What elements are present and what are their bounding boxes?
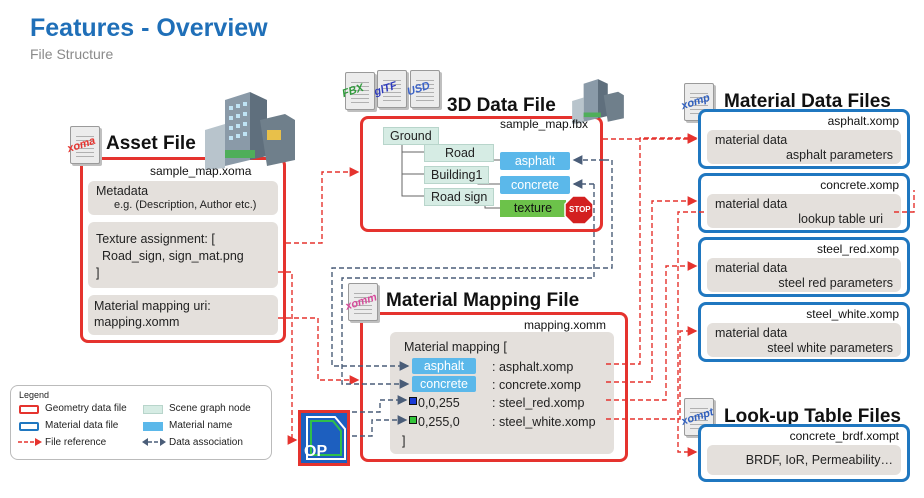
material-data-line1: material data <box>715 261 788 275</box>
legend-data-assoc-icon <box>142 438 166 446</box>
mapping-footer: ] <box>402 434 406 448</box>
xoma-file-icon: xoma <box>66 126 100 164</box>
road-sign-texture-icon <box>306 416 346 460</box>
mapping-value-steel-red: : steel_red.xomp <box>492 396 585 410</box>
material-tag-concrete: concrete <box>500 176 570 194</box>
scene-node-road: Road <box>424 144 494 162</box>
material-data-box: material data steel red parameters <box>707 258 901 292</box>
asset-file-name: sample_map.xoma <box>150 164 252 178</box>
mapping-value-asphalt: : asphalt.xomp <box>492 360 574 374</box>
texture-assignment-line1: Texture assignment: [ <box>96 232 215 246</box>
material-data-line1: material data <box>715 133 788 147</box>
legend-data-assoc-label: Data association <box>169 437 243 448</box>
lut-content-box: BRDF, IoR, Permeability… <box>707 445 901 475</box>
page-subtitle: File Structure <box>30 46 114 62</box>
material-tag-asphalt: asphalt <box>500 152 570 170</box>
legend-box: Legend Geometry data file Material data … <box>10 385 272 460</box>
lut-file-box: concrete_brdf.xompt BRDF, IoR, Permeabil… <box>698 424 910 482</box>
material-data-line2: lookup table uri <box>798 212 883 226</box>
stop-sign-label: STOP <box>569 205 591 214</box>
material-data-line2: asphalt parameters <box>785 148 893 162</box>
lut-file-name: concrete_brdf.xompt <box>789 429 899 443</box>
texture-assignment-box: Texture assignment: [ Road_sign, sign_ma… <box>88 222 278 288</box>
data3d-file-name: sample_map.fbx <box>500 117 589 131</box>
legend-material-label: Material data file <box>45 420 119 431</box>
legend-material-swatch <box>19 422 39 431</box>
metadata-example: e.g. (Description, Author etc.) <box>114 199 257 211</box>
mapping-uri-line1: Material mapping uri: <box>94 299 211 313</box>
legend-scene-node-swatch <box>143 405 163 414</box>
scene-node-building1: Building1 <box>424 166 490 184</box>
city-buildings-icon <box>205 92 295 170</box>
material-file-name: steel_red.xomp <box>816 242 899 256</box>
mapping-content-box: Material mapping [ ] <box>390 332 614 454</box>
texture-image-label: OP <box>304 443 328 460</box>
mapping-file-title: Material Mapping File <box>386 290 580 311</box>
mapping-file-name: mapping.xomm <box>524 318 607 332</box>
legend-material-name-label: Material name <box>169 420 233 431</box>
material-file-name: asphalt.xomp <box>827 114 899 128</box>
texture-image-frame: OP <box>298 410 350 466</box>
texture-assignment-line3: ] <box>96 266 100 280</box>
metadata-label: Metadata <box>96 184 149 198</box>
scene-node-road-sign: Road sign <box>424 188 495 206</box>
material-data-box: material data steel white parameters <box>707 323 901 357</box>
asset-file-title: Asset File <box>106 133 196 154</box>
lut-content: BRDF, IoR, Permeability… <box>745 453 893 467</box>
material-files-title: Material Data Files <box>724 91 891 112</box>
material-data-box: material data asphalt parameters <box>707 130 901 164</box>
usd-file-icon: USD <box>406 70 440 108</box>
material-data-line1: material data <box>715 326 788 340</box>
material-file-name: concrete.xomp <box>820 178 899 192</box>
scene-node-ground: Ground <box>383 127 439 145</box>
legend-file-ref-label: File reference <box>45 437 107 448</box>
legend-material-name-swatch <box>143 422 163 431</box>
stop-sign-icon <box>564 195 594 225</box>
legend-file-ref-icon <box>18 438 42 446</box>
material-file-concrete: concrete.xomp material data lookup table… <box>698 173 910 233</box>
city-buildings-icon-small <box>572 79 624 124</box>
mapping-key-blue: 0,0,255 <box>418 396 460 410</box>
material-data-line2: steel white parameters <box>767 341 893 355</box>
data3d-file-title: 3D Data File <box>447 95 556 116</box>
metadata-box: Metadata e.g. (Description, Author etc.) <box>88 181 278 215</box>
mapping-value-steel-white: : steel_white.xomp <box>492 415 596 429</box>
mapping-key-green: 0,255,0 <box>418 415 460 429</box>
material-file-asphalt: asphalt.xomp material data asphalt param… <box>698 109 910 169</box>
blue-swatch-icon <box>409 397 417 405</box>
legend-geometry-swatch <box>19 405 39 414</box>
xomm-file-icon: xomm <box>344 283 378 321</box>
material-file-steel-red: steel_red.xomp material data steel red p… <box>698 237 910 297</box>
texture-tag: texture <box>500 200 566 217</box>
legend-scene-node-label: Scene graph node <box>169 403 251 414</box>
legend-geometry-label: Geometry data file <box>45 403 127 414</box>
material-data-box: material data lookup table uri <box>707 194 901 228</box>
mapping-key-concrete: concrete <box>412 376 476 392</box>
mapping-key-asphalt: asphalt <box>412 358 476 374</box>
fbx-file-icon: FBX <box>341 72 375 110</box>
material-data-line1: material data <box>715 197 788 211</box>
gltf-file-icon: glTF <box>373 70 407 108</box>
mapping-value-concrete: : concrete.xomp <box>492 378 581 392</box>
legend-title: Legend <box>19 390 50 400</box>
material-file-name: steel_white.xomp <box>806 307 899 321</box>
mapping-uri-line2: mapping.xomm <box>94 315 180 329</box>
green-swatch-icon <box>409 416 417 424</box>
texture-assignment-line2: Road_sign, sign_mat.png <box>102 249 244 263</box>
lut-files-title: Look-up Table Files <box>724 406 901 427</box>
material-file-steel-white: steel_white.xomp material data steel whi… <box>698 302 910 362</box>
mapping-header: Material mapping [ <box>404 340 507 354</box>
mapping-uri-box: Material mapping uri: mapping.xomm <box>88 295 278 335</box>
page-title: Features - Overview <box>30 14 268 42</box>
material-data-line2: steel red parameters <box>778 276 893 290</box>
